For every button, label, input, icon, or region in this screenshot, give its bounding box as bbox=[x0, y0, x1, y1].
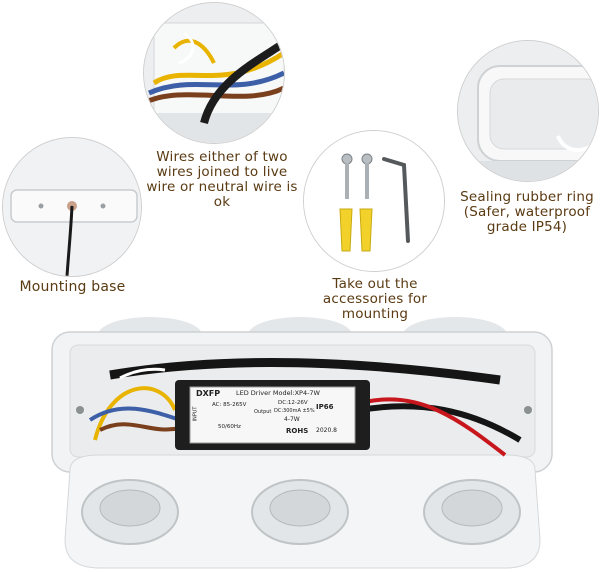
accessories-circle bbox=[303, 130, 445, 272]
lens-icon bbox=[251, 479, 349, 545]
wires-caption: Wires either of two wires joined to live… bbox=[146, 149, 298, 210]
lens-icon bbox=[81, 479, 179, 545]
sealing-ring-circle bbox=[457, 40, 599, 182]
driver-certification: ROHS bbox=[286, 427, 309, 435]
wall-plug-icon bbox=[359, 208, 373, 252]
driver-model: LED Driver Model:XP4-7W bbox=[236, 389, 320, 397]
driver-ac-input: AC: 85-265V bbox=[212, 402, 247, 408]
screw-icon bbox=[361, 153, 373, 199]
driver-dc-output: DC:12-26V bbox=[278, 400, 308, 406]
screw-icon bbox=[341, 153, 353, 199]
mounting-base-image bbox=[3, 138, 141, 276]
wires-closeup-image bbox=[144, 3, 284, 143]
driver-output-tag: Output bbox=[254, 409, 272, 415]
mounting-base-circle bbox=[2, 137, 142, 277]
accessories-caption: Take out the accessories for mounting bbox=[322, 276, 428, 322]
driver-brand: DXFP bbox=[196, 389, 221, 398]
driver-power: 4-7W bbox=[284, 416, 300, 423]
driver-current: DC:300mA ±5% bbox=[274, 408, 315, 414]
sealing-caption: Sealing rubber ring (Safer, waterproof g… bbox=[460, 189, 594, 235]
driver-frequency: 50/60Hz bbox=[218, 424, 241, 430]
driver-year: 2020.8 bbox=[316, 427, 337, 434]
lens-icon bbox=[423, 479, 521, 545]
accessories-image bbox=[304, 131, 444, 271]
wall-plug-icon bbox=[339, 208, 353, 252]
driver-ip-rating: IP66 bbox=[316, 403, 334, 411]
driver-input-tag: INPUT bbox=[192, 406, 199, 422]
mounting-base-caption: Mounting base bbox=[19, 279, 126, 295]
hex-key-icon bbox=[382, 157, 410, 243]
wires-closeup-circle bbox=[143, 2, 285, 144]
sealing-ring-image bbox=[458, 41, 598, 181]
driver-label: DXFP LED Driver Model:XP4-7W AC: 85-265V… bbox=[190, 387, 355, 443]
